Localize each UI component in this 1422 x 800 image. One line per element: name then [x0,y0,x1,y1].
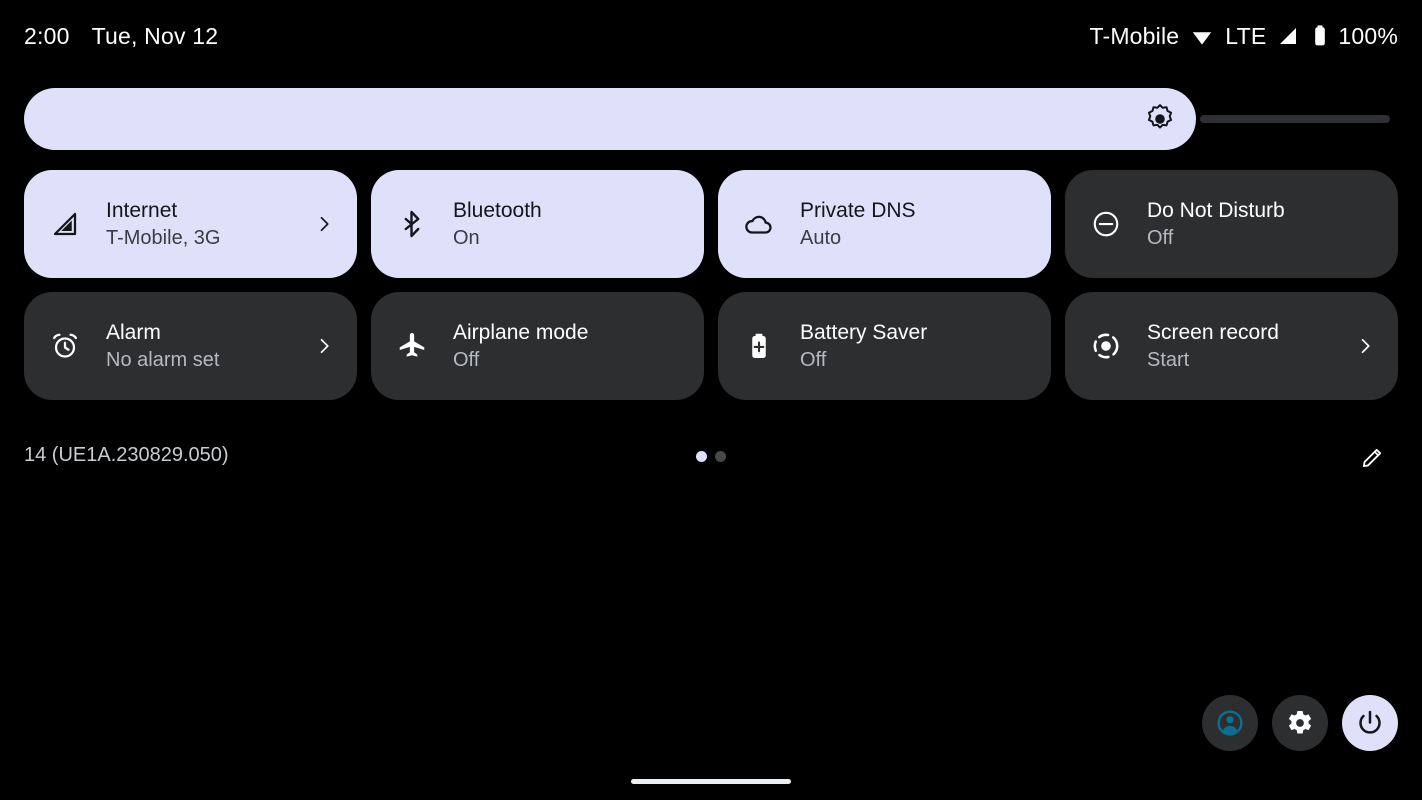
signal-bars-icon [48,207,82,241]
tile-text: Screen record Start [1147,321,1346,372]
tile-subtitle: Off [453,348,480,371]
bluetooth-icon [395,207,429,241]
tile-screen-record[interactable]: Screen record Start [1065,292,1398,400]
power-button[interactable] [1342,695,1398,751]
settings-button[interactable] [1272,695,1328,751]
status-clock: 2:00 [24,22,70,49]
tile-subtitle: No alarm set [106,348,220,371]
do-not-disturb-icon [1089,207,1123,241]
user-switcher-button[interactable] [1202,695,1258,751]
tile-title: Airplane mode [453,320,589,344]
footer-actions [1202,695,1398,751]
tile-text: Alarm No alarm set [106,321,305,372]
quick-settings-tile-grid: Internet T-Mobile, 3G Bluetooth On [24,170,1398,400]
screen-record-icon [1089,329,1123,363]
tile-text: Do Not Disturb Off [1147,199,1376,250]
wifi-icon [1189,23,1215,49]
tile-internet[interactable]: Internet T-Mobile, 3G [24,170,357,278]
power-icon [1355,708,1385,738]
battery-icon [1310,24,1330,48]
signal-bars-icon [1276,24,1300,48]
chevron-right-icon[interactable] [313,329,335,363]
home-indicator[interactable] [631,779,791,784]
tile-subtitle: Auto [800,226,842,249]
chevron-right-icon[interactable] [1354,329,1376,363]
cloud-icon [742,207,776,241]
tile-text: Airplane mode Off [453,321,682,372]
battery-plus-icon [742,329,776,363]
pencil-icon [1360,444,1386,470]
alarm-clock-icon [48,329,82,363]
tile-text: Bluetooth On [453,199,682,250]
edit-tiles-button[interactable] [1356,440,1390,474]
brightness-fill[interactable] [24,88,1196,150]
network-type-label: LTE [1225,22,1267,49]
tile-title: Do Not Disturb [1147,198,1285,222]
gear-icon [1285,708,1315,738]
status-carrier-label: T-Mobile [1089,22,1180,49]
tile-title: Screen record [1147,320,1279,344]
tile-do-not-disturb[interactable]: Do Not Disturb Off [1065,170,1398,278]
brightness-icon [1144,103,1176,135]
tile-subtitle: Off [800,348,827,371]
airplane-icon [395,329,429,363]
tile-subtitle: T-Mobile, 3G [106,226,221,249]
status-bar-right: T-Mobile LTE 100% [1089,23,1398,50]
status-date: Tue, Nov 12 [91,22,219,49]
tile-text: Internet T-Mobile, 3G [106,199,305,250]
page-indicator[interactable] [696,451,726,462]
tile-subtitle: Off [1147,226,1174,249]
tile-text: Private DNS Auto [800,199,1029,250]
tile-airplane-mode[interactable]: Airplane mode Off [371,292,704,400]
tile-title: Private DNS [800,198,916,222]
tile-alarm[interactable]: Alarm No alarm set [24,292,357,400]
build-version-label: 14 (UE1A.230829.050) [24,444,229,466]
tile-title: Internet [106,198,178,222]
tile-subtitle: On [453,226,480,249]
chevron-right-icon[interactable] [313,207,335,241]
brightness-slider[interactable] [24,88,1398,150]
status-bar-left: 2:00 Tue, Nov 12 [24,23,218,50]
tile-title: Alarm [106,320,161,344]
page-dot-2[interactable] [715,451,726,462]
battery-percentage-label: 100% [1338,22,1398,49]
user-avatar-icon [1215,708,1245,738]
quick-settings-footer: 14 (UE1A.230829.050) [24,440,1398,476]
tile-subtitle: Start [1147,348,1190,371]
tile-title: Battery Saver [800,320,928,344]
tile-private-dns[interactable]: Private DNS Auto [718,170,1051,278]
tile-battery-saver[interactable]: Battery Saver Off [718,292,1051,400]
page-dot-1[interactable] [696,451,707,462]
tile-title: Bluetooth [453,198,542,222]
tile-bluetooth[interactable]: Bluetooth On [371,170,704,278]
tile-text: Battery Saver Off [800,321,1029,372]
brightness-track[interactable] [1200,115,1390,123]
status-bar: 2:00 Tue, Nov 12 T-Mobile LTE [0,0,1422,72]
